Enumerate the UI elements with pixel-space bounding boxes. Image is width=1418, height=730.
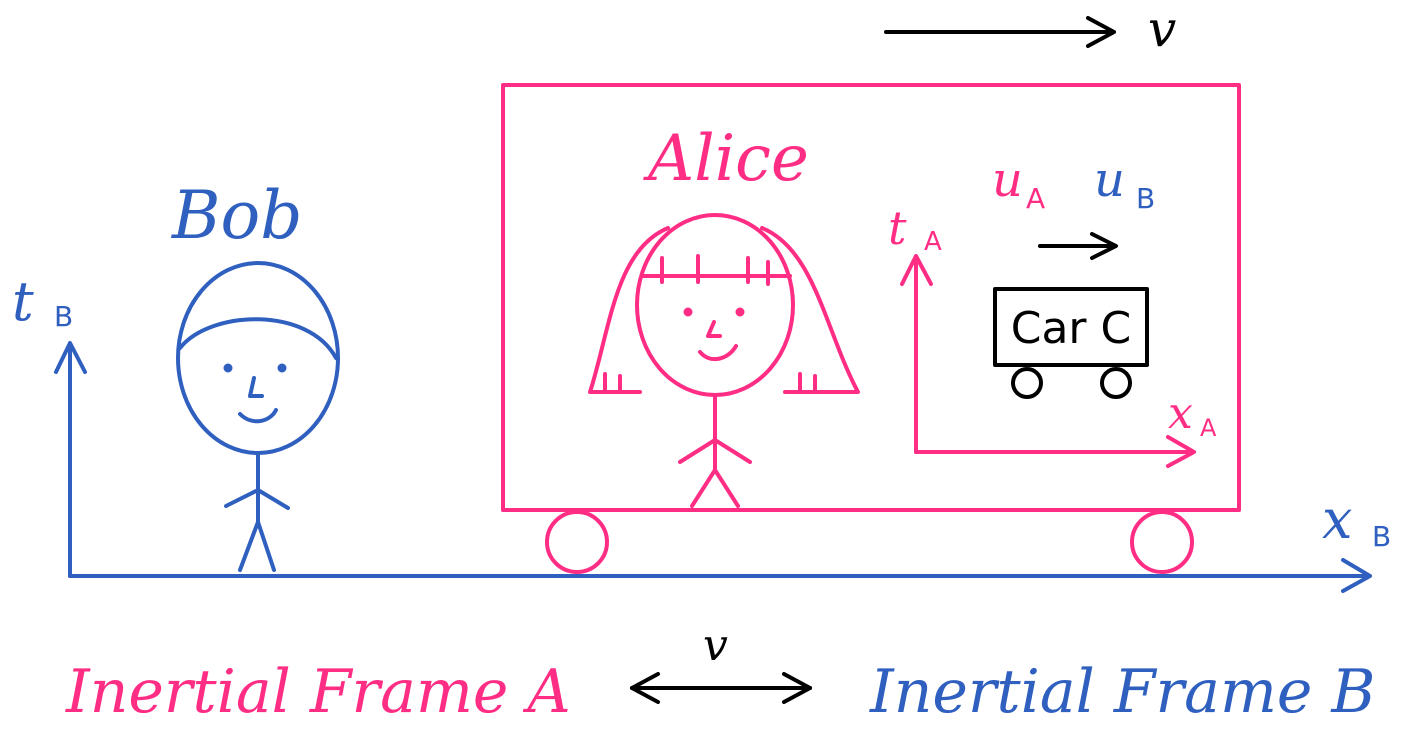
- bottom-velocity-label: v: [703, 620, 728, 671]
- x-a-axis-subscript: A: [1200, 414, 1217, 442]
- x-a-axis-label: x: [1168, 388, 1193, 439]
- u-a-label: u: [992, 152, 1023, 208]
- frame-a-car: [501, 83, 1241, 574]
- x-b-axis-subscript: B: [1372, 520, 1391, 553]
- t-a-axis-subscript: A: [924, 227, 942, 257]
- bob-head: [176, 261, 340, 455]
- top-velocity-arrow: [884, 16, 1116, 48]
- alice-hair-left: [588, 226, 670, 394]
- wheel-left: [545, 510, 609, 574]
- t-a-axis-label: t: [888, 201, 907, 255]
- car-c-wheel-left: [1011, 367, 1043, 399]
- frame-b-title: Inertial Frame B: [869, 657, 1376, 727]
- top-velocity-label: v: [1148, 0, 1176, 58]
- car-c: [993, 287, 1149, 399]
- u-b-subscript: B: [1136, 182, 1155, 215]
- frame-a-title: Inertial Frame A: [65, 657, 571, 727]
- double-arrow-icon: [630, 672, 812, 704]
- car-c-wheel-right: [1100, 367, 1132, 399]
- frame-a-box: [501, 83, 1241, 512]
- alice-name-label: Alice: [643, 122, 809, 196]
- t-b-axis-label: t: [12, 270, 34, 333]
- alice-head: [635, 213, 795, 397]
- bob-figure: [176, 261, 340, 572]
- t-b-axis-subscript: B: [54, 300, 73, 333]
- u-b-label: u: [1094, 152, 1125, 208]
- car-c-body: [993, 287, 1149, 367]
- bob-name-label: Bob: [171, 177, 303, 254]
- frame-a-axes: [900, 254, 1196, 468]
- frame-b-axes: [54, 341, 1372, 593]
- car-c-label: Car C: [1011, 303, 1131, 354]
- u-a-subscript: A: [1026, 182, 1045, 215]
- bob-hair: [178, 317, 338, 360]
- alice-figure: [588, 213, 860, 508]
- car-velocity-arrow: [1038, 232, 1118, 260]
- alice-hair-right: [760, 226, 860, 394]
- x-b-axis-label: x: [1322, 488, 1352, 551]
- wheel-right: [1130, 510, 1194, 574]
